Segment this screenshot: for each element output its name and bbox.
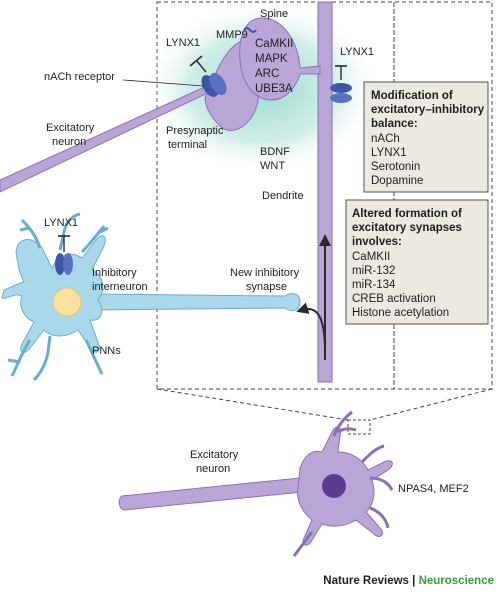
label-growth-factor: WNT (260, 160, 285, 172)
inhibitory-axon (91, 293, 301, 311)
label-nach-receptor: nACh receptor (44, 71, 115, 83)
label-transcription-factors: NPAS4, MEF2 (398, 483, 469, 495)
footer-journal: Nature Reviews (323, 575, 409, 587)
label-pnns: PNNs (92, 345, 121, 357)
zoom-line-left (156, 388, 349, 421)
footer-separator: | (409, 575, 419, 587)
synapse-box-item: CaMKII (352, 251, 390, 263)
interneuron-nucleus (52, 287, 82, 317)
label-excitatory-neuron-top: Excitatory (46, 122, 95, 134)
spine-molecule: MAPK (255, 53, 288, 65)
dendritic-spine (239, 17, 321, 101)
ei-box-heading: Modification of (371, 90, 453, 102)
footer-section: Neuroscience (419, 575, 494, 587)
label-excitatory-neuron-top: neuron (52, 136, 86, 148)
footer-credit: Nature Reviews | Neuroscience (323, 575, 494, 587)
lynx1-inhibition-den-icon (335, 65, 347, 80)
label-presynaptic-terminal: terminal (168, 139, 207, 151)
synapse-box-item: CREB activation (352, 293, 436, 305)
label-mmp9: MMP9 (216, 29, 248, 41)
ei-box-item: Serotonin (371, 161, 420, 173)
zoom-line-right (369, 388, 493, 421)
excitatory-synapses-box (345, 199, 489, 325)
label-excitatory-neuron-bottom: neuron (196, 463, 230, 475)
dendrite-shaft (317, 1, 333, 383)
ei-box-item: Dopamine (371, 175, 423, 187)
label-new-inhibitory-synapse: synapse (246, 281, 287, 293)
excitatory-neuron-bottom-axon (118, 477, 303, 511)
excitatory-neuron-bottom-dendrites (292, 410, 394, 557)
synapse-box-heading: excitatory synapses (352, 222, 462, 234)
excitatory-neuron-bottom-nucleus (322, 474, 346, 498)
label-new-inhibitory-synapse: New inhibitory (230, 267, 300, 279)
synapse-box-item: miR-132 (352, 265, 395, 277)
synapse-box-item: miR-134 (352, 279, 396, 291)
label-presynaptic-terminal: Presynaptic (166, 125, 224, 137)
synapse-box-heading: Altered formation of (352, 208, 462, 220)
label-dendrite: Dendrite (262, 190, 304, 202)
spine-molecule: ARC (255, 68, 279, 80)
label-lynx1-pre: LYNX1 (166, 37, 200, 49)
zoom-source-box (347, 419, 371, 435)
synapse-box-item: Histone acetylation (352, 307, 449, 319)
label-lynx1-inh: LYNX1 (44, 217, 78, 229)
nach-leader-line (122, 79, 205, 87)
label-inhibitory-interneuron: Inhibitory (92, 267, 137, 279)
label-inhibitory-interneuron: interneuron (92, 281, 148, 293)
dendrite-receptor-icon (330, 83, 352, 103)
ei-box-heading: balance: (371, 118, 418, 130)
label-growth-factor: BDNF (260, 146, 290, 158)
label-excitatory-neuron-bottom: Excitatory (190, 449, 239, 461)
ei-box-item: nACh (371, 133, 400, 145)
new-synapse-arrow (296, 302, 326, 353)
label-lynx1-den: LYNX1 (340, 46, 374, 58)
lynx1-inhibition-pre-icon (189, 55, 207, 73)
interneuron-receptor-icon (55, 253, 73, 275)
inhibitory-interneuron (1, 212, 109, 382)
synapse-box-heading: involves: (352, 236, 402, 248)
ei-box-item: LYNX1 (371, 147, 407, 159)
label-spine: Spine (260, 8, 288, 20)
lynx1-inhibition-inh-icon (58, 235, 70, 252)
spine-molecule: CaMKII (255, 38, 293, 50)
spine-molecule: UBE3A (255, 83, 293, 95)
mmp9-icon (243, 27, 257, 33)
nach-receptor-icon (201, 73, 227, 97)
ei-balance-box (363, 81, 489, 193)
zoom-frame-full (156, 1, 493, 390)
ei-box-heading: excitatory–inhibitory (371, 104, 485, 116)
